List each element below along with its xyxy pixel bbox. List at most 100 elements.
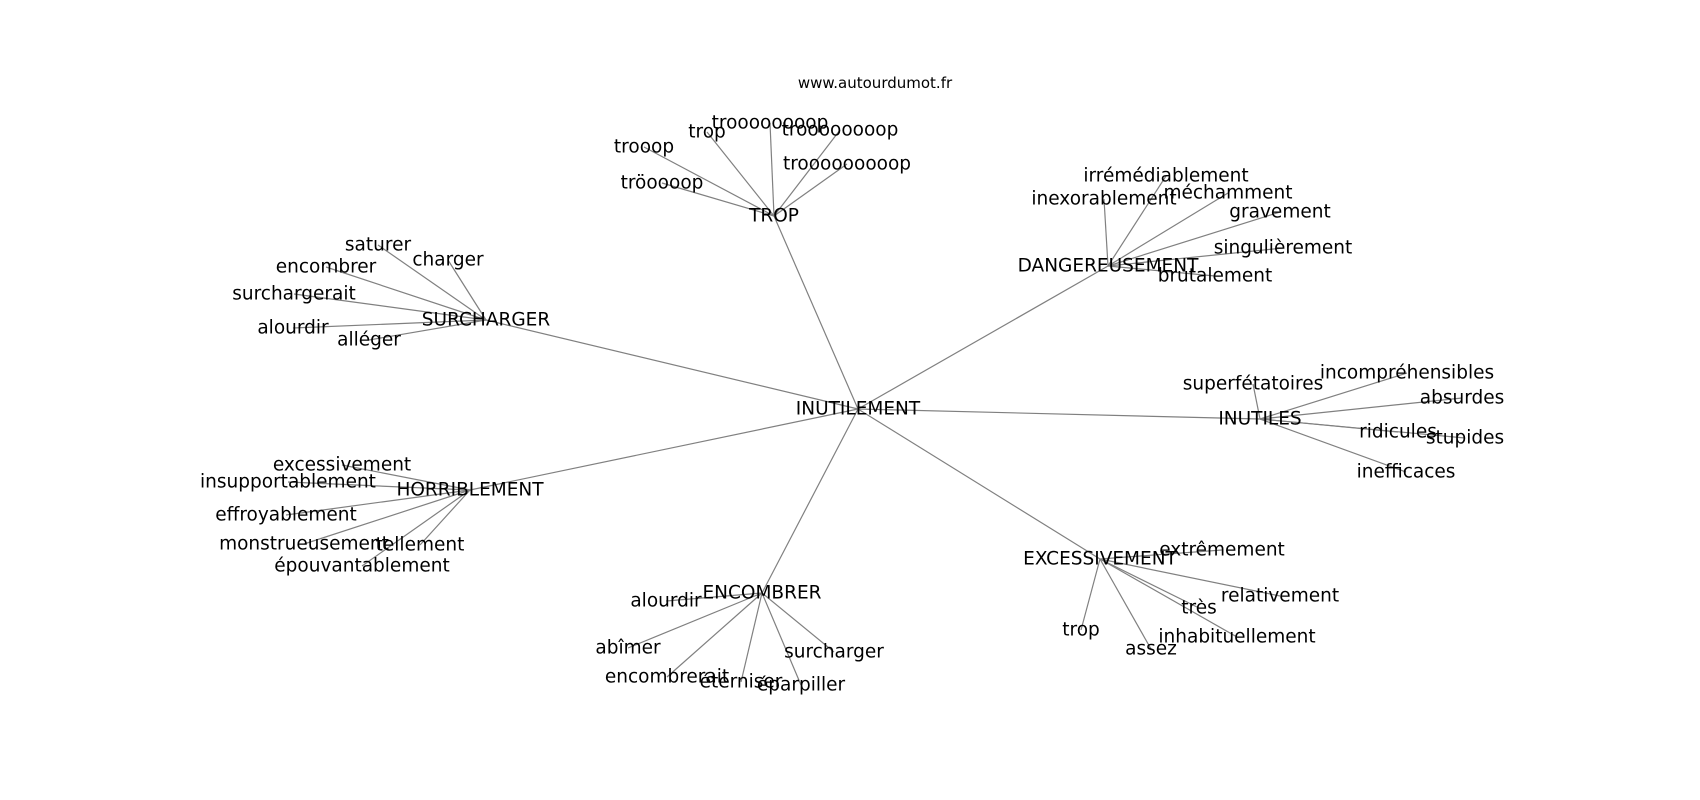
node-cluster-dangereusement: DANGEREUSEMENT	[1018, 256, 1199, 277]
node-leaf-inefficaces: inefficaces	[1357, 462, 1456, 483]
node-leaf-alourdir: alourdir	[630, 591, 702, 612]
edge-trop-troooooooop	[773, 129, 841, 217]
edge-trop-trooooop	[661, 182, 775, 217]
node-leaf-encombrerait: encombrerait	[605, 667, 729, 688]
node-leaf-relativement: relativement	[1221, 586, 1339, 607]
node-leaf-tellement: tellement	[376, 535, 465, 556]
edge-center-encombrer	[761, 408, 859, 594]
edge-center-dangereusement	[857, 265, 1109, 410]
node-leaf-inhabituellement: inhabituellement	[1158, 627, 1315, 648]
node-leaf-alleger: alléger	[337, 330, 401, 351]
node-leaf-absurdes: absurdes	[1420, 388, 1505, 409]
node-leaf-superfetatoires: superfétatoires	[1183, 374, 1324, 395]
node-cluster-surcharger: SURCHARGER	[422, 310, 551, 331]
node-cluster-trop: TROP	[748, 206, 799, 227]
node-leaf-charger: charger	[412, 250, 484, 271]
node-leaf-mechamment: méchamment	[1163, 183, 1292, 204]
edge-horriblement-excessivement	[341, 464, 471, 491]
edge-excessivement-assez	[1099, 558, 1152, 650]
edge-surcharger-surchargerait	[293, 293, 487, 321]
node-leaf-troooooooop: troooooooop	[712, 113, 829, 134]
node-leaf-inexorablement: inexorablement	[1031, 189, 1176, 210]
edge-dangereusement-inexorablement	[1103, 198, 1109, 267]
edge-encombrer-alourdir	[665, 592, 763, 602]
edge-inutiles-inefficaces	[1259, 418, 1407, 473]
edge-center-excessivement	[857, 408, 1101, 560]
edge-excessivement-inhabituellement	[1099, 558, 1238, 638]
edge-encombrer-surcharger	[761, 592, 835, 653]
node-center-inutilement: INUTILEMENT	[796, 399, 921, 420]
node-leaf-saturer: saturer	[345, 235, 412, 256]
node-leaf-extremement: extrêmement	[1159, 540, 1285, 561]
node-cluster-horriblement: HORRIBLEMENT	[396, 480, 544, 501]
edge-excessivement-relativement	[1099, 558, 1281, 597]
edge-surcharger-saturer	[377, 244, 487, 321]
node-leaf-trooooooooop: trooooooooop	[783, 154, 911, 175]
edge-center-inutiles	[857, 408, 1261, 420]
node-leaf-ridicules: ridicules	[1359, 422, 1437, 443]
edge-horriblement-insupportablement	[287, 481, 471, 491]
node-leaf-eparpiller: éparpiller	[757, 675, 846, 696]
node-leaf-encombrer: encombrer	[276, 257, 377, 278]
edge-surcharger-alleger	[368, 319, 487, 341]
node-leaf-incomprehensibles: incompréhensibles	[1320, 363, 1494, 384]
node-leaf-stupides: stupides	[1426, 428, 1504, 449]
node-leaf-alourdir: alourdir	[257, 318, 329, 339]
edge-horriblement-monstrueusement	[303, 489, 471, 545]
edge-trop-troooooooop	[769, 122, 775, 217]
node-leaf-trop: trop	[688, 122, 726, 143]
edge-excessivement-tres	[1099, 558, 1200, 609]
edge-inutiles-incomprehensibles	[1259, 372, 1408, 420]
node-leaf-eterniser: éterniser	[700, 672, 783, 693]
node-leaf-effroyablement: effroyablement	[215, 505, 357, 526]
node-cluster-excessivement: EXCESSIVEMENT	[1023, 549, 1177, 570]
edge-horriblement-epouvantablement	[361, 489, 471, 567]
node-leaf-surchargerait: surchargerait	[232, 284, 356, 305]
node-leaf-insupportablement: insupportablement	[200, 472, 376, 493]
node-leaf-trop: trop	[1062, 620, 1100, 641]
node-leaf-brutalement: brutalement	[1158, 266, 1273, 287]
edge-encombrer-abimer	[627, 592, 763, 649]
node-cluster-inutiles: INUTILES	[1218, 409, 1301, 430]
edge-dangereusement-gravement	[1107, 211, 1281, 267]
node-leaf-gravement: gravement	[1229, 202, 1330, 223]
edge-inutiles-absurdes	[1259, 397, 1463, 420]
node-leaf-assez: assez	[1125, 639, 1177, 660]
edge-surcharger-charger	[447, 259, 487, 321]
node-leaf-tres: très	[1181, 598, 1216, 619]
edge-inutiles-stupides	[1259, 418, 1466, 439]
edge-horriblement-effroyablement	[285, 489, 471, 516]
edge-dangereusement-brutalement	[1107, 265, 1216, 277]
edge-surcharger-encombrer	[325, 266, 487, 321]
node-leaf-irremediablement: irrémédiablement	[1083, 166, 1248, 187]
edge-trop-trooop	[643, 146, 775, 217]
edges	[285, 122, 1466, 686]
node-leaf-trooop: trooop	[614, 137, 674, 158]
edge-encombrer-encombrerait	[666, 592, 763, 678]
edge-inutiles-superfetatoires	[1252, 383, 1261, 420]
node-leaf-trooooop: tröoooop	[621, 173, 704, 194]
edge-trop-trop	[706, 131, 775, 217]
edge-center-surcharger	[485, 319, 859, 410]
edge-excessivement-extremement	[1099, 549, 1223, 560]
edge-horriblement-tellement	[419, 489, 471, 546]
edge-excessivement-trop	[1080, 558, 1101, 631]
edge-dangereusement-mechamment	[1107, 192, 1229, 267]
node-leaf-monstrueusement: monstrueusement	[219, 534, 389, 555]
edge-encombrer-eterniser	[740, 592, 763, 683]
edge-dangereusement-singulierement	[1107, 247, 1284, 267]
node-leaf-singulierement: singulièrement	[1214, 238, 1353, 259]
node-leaf-troooooooop: troooooooop	[782, 120, 899, 141]
edge-center-trop	[773, 215, 859, 410]
node-leaf-abimer: abîmer	[595, 638, 661, 659]
edge-center-horriblement	[469, 408, 859, 491]
node-leaf-excessivement: excessivement	[273, 455, 411, 476]
node-cluster-encombrer: ENCOMBRER	[702, 583, 821, 604]
node-leaf-epouvantablement: épouvantablement	[274, 556, 449, 577]
node-leaf-surcharger: surcharger	[784, 642, 884, 663]
edge-surcharger-alourdir	[292, 319, 487, 329]
source-label: www.autourdumot.fr	[798, 74, 953, 92]
edge-encombrer-eparpiller	[761, 592, 802, 686]
edge-trop-trooooooooop	[773, 163, 848, 217]
